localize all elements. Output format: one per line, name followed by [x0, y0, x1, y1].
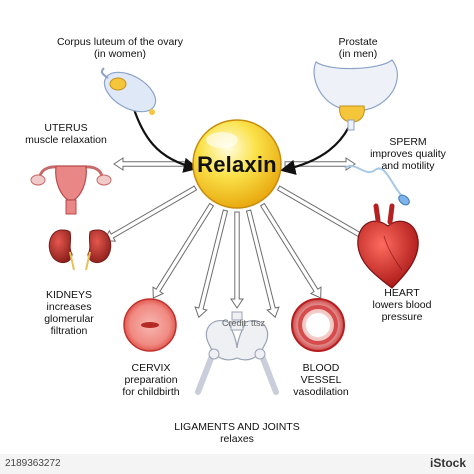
arrow-to-pelvis-right [245, 209, 280, 319]
corpus-luteum-label: Corpus luteum of the ovary (in women) [40, 36, 200, 60]
arrow-to-pelvis-left [194, 209, 229, 319]
cervix-line2: preparation [124, 374, 178, 386]
ligaments-label: LIGAMENTS AND JOINTS relaxes [150, 421, 324, 445]
center-title: Relaxin [197, 152, 277, 177]
kidneys-line2: increases [46, 301, 92, 313]
heart-line3: pressure [381, 311, 423, 323]
sperm-line3: and motility [381, 160, 435, 172]
outgoing-arrows [103, 157, 371, 319]
cervix-label: CERVIX preparation for childbirth [108, 362, 194, 398]
sperm-label: SPERM improves quality and motility [356, 136, 460, 172]
footer-bar: 2189363272 iStock [0, 454, 474, 474]
heart-icon [357, 203, 419, 289]
arrow-to-kidneys [103, 185, 198, 242]
relaxin-sphere [192, 119, 282, 209]
ligaments-line1: LIGAMENTS AND JOINTS [174, 421, 300, 433]
kidneys-label: KIDNEYS increases glomerular filtration [24, 289, 114, 337]
kidneys-line4: filtration [50, 325, 88, 337]
uterus-line2: muscle relaxation [25, 134, 107, 146]
heart-line2: lowers blood [372, 299, 432, 311]
kidneys-icon [48, 229, 112, 271]
ovary-icon [100, 67, 157, 115]
blood-vessel-icon [291, 298, 345, 352]
prostate-icon [313, 59, 398, 131]
cervix-line3: for childbirth [122, 386, 180, 398]
sperm-icon [344, 165, 410, 206]
stock-image-id: 2189363272 [5, 458, 61, 469]
brand-logo: iStock [430, 456, 466, 470]
brand-name: iStock [429, 456, 466, 470]
blood-vessel-line3: vasodilation [293, 386, 349, 398]
corpus-luteum-line1: Corpus luteum of the ovary [56, 36, 184, 48]
arrow-to-blood-vessel [259, 202, 322, 299]
pelvis-icon [195, 311, 279, 395]
blood-vessel-line1: BLOOD [302, 362, 340, 374]
arrow-to-cervix [152, 202, 215, 299]
blood-vessel-label: BLOOD VESSEL vasodilation [286, 362, 356, 398]
cervix-icon [123, 298, 177, 352]
kidneys-line1: KIDNEYS [45, 289, 93, 301]
cervix-line1: CERVIX [131, 362, 171, 374]
arrow-to-uterus [113, 157, 190, 171]
sperm-line2: improves quality [370, 148, 446, 160]
image-credit: Credit: ttsz [222, 318, 266, 328]
prostate-line1: Prostate [338, 36, 378, 48]
uterus-line1: UTERUS [44, 122, 88, 134]
arrow-to-ligaments [230, 211, 244, 309]
arrow-to-sperm [284, 157, 356, 171]
heart-line1: HEART [384, 287, 420, 299]
prostate-line2: (in men) [338, 48, 378, 60]
heart-label: HEART lowers blood pressure [352, 287, 452, 323]
arrow-to-heart [276, 185, 371, 242]
kidneys-line3: glomerular [44, 313, 94, 325]
uterus-icon [30, 165, 112, 215]
ligaments-line2: relaxes [220, 433, 254, 445]
sperm-line1: SPERM [389, 136, 427, 148]
uterus-label: UTERUS muscle relaxation [14, 122, 118, 146]
prostate-label: Prostate (in men) [318, 36, 398, 60]
corpus-luteum-line2: (in women) [94, 48, 146, 60]
blood-vessel-line2: VESSEL [300, 374, 342, 386]
